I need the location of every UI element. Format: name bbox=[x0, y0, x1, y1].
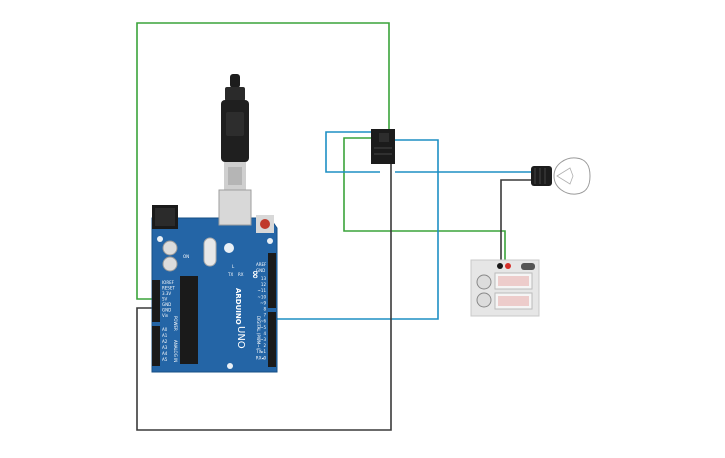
bulb-socket bbox=[531, 166, 552, 186]
pin-label: 7 bbox=[263, 313, 266, 318]
voltage-display bbox=[494, 272, 533, 290]
positive-terminal[interactable] bbox=[505, 263, 511, 269]
pin-label: 5V bbox=[162, 297, 168, 302]
crystal bbox=[203, 237, 217, 267]
pin-label: ~10 bbox=[258, 294, 267, 299]
pin-label: Vin bbox=[162, 313, 169, 318]
light-bulb[interactable] bbox=[531, 157, 591, 195]
negative-terminal[interactable] bbox=[497, 263, 503, 269]
digital-label: DIGITAL (PWM~) bbox=[256, 316, 261, 350]
relay[interactable] bbox=[371, 129, 395, 164]
pin-label: 3.3V bbox=[162, 291, 171, 296]
arduino-logo: ARDUINO bbox=[234, 288, 242, 325]
usb-cable[interactable] bbox=[221, 74, 249, 190]
analog-label: ANALOG IN bbox=[173, 340, 178, 362]
voltage-knob[interactable] bbox=[476, 274, 492, 290]
atmega-chip bbox=[180, 276, 198, 364]
l-led-label: L bbox=[232, 264, 235, 269]
pin-label: TX▸1 bbox=[255, 349, 266, 354]
power-header bbox=[152, 280, 160, 366]
current-knob[interactable] bbox=[476, 292, 492, 308]
wire-5v-relay[interactable] bbox=[136, 22, 390, 300]
rx-led-label: RX bbox=[238, 272, 244, 277]
logo-symbol: ∞ bbox=[249, 270, 262, 279]
pin-label: 12 bbox=[261, 282, 267, 287]
pin-label: RX◂0 bbox=[256, 355, 267, 360]
power-supply[interactable] bbox=[470, 259, 540, 317]
wire-gnd-relay[interactable] bbox=[136, 160, 392, 431]
wire-relay-supply[interactable] bbox=[343, 137, 506, 265]
usb-port bbox=[218, 189, 252, 226]
pin-label: IOREF bbox=[162, 280, 175, 285]
pin-label: A2 bbox=[162, 339, 168, 344]
capacitor bbox=[162, 240, 178, 256]
pin-label: ~3 bbox=[260, 337, 266, 342]
wire-bulb-supply[interactable] bbox=[500, 179, 533, 265]
pin-label: 2 bbox=[263, 343, 266, 348]
pin-label: ~5 bbox=[260, 325, 266, 330]
pin-label: 13 bbox=[261, 276, 267, 281]
gnd-label: GND bbox=[256, 268, 265, 273]
pin-label: GND bbox=[162, 308, 171, 313]
pin-label: RESET bbox=[162, 286, 175, 291]
wire-digital-pin[interactable] bbox=[272, 139, 439, 320]
pin-label: A4 bbox=[162, 351, 168, 356]
pin-label: A3 bbox=[162, 345, 168, 350]
power-switch[interactable] bbox=[521, 263, 535, 270]
pin-label: A1 bbox=[162, 333, 168, 338]
arduino-uno-board[interactable]: ARDUINO ∞ UNO POWER ANALOG IN DIGITAL (P… bbox=[151, 189, 278, 373]
current-display bbox=[494, 292, 533, 310]
pin-label: 8 bbox=[263, 307, 266, 312]
pin-label: ~6 bbox=[260, 319, 266, 324]
pin-label: 4 bbox=[263, 331, 266, 336]
arduino-model-label: UNO bbox=[235, 326, 246, 349]
pin-label: GND bbox=[162, 302, 171, 307]
aref-label: AREF bbox=[256, 262, 267, 267]
power-label: POWER bbox=[173, 316, 178, 331]
pin-label: ~9 bbox=[260, 300, 266, 305]
on-led-label: ON bbox=[183, 254, 189, 259]
pin-label: A5 bbox=[162, 357, 168, 362]
digital-header bbox=[268, 253, 276, 367]
pin-label: A0 bbox=[162, 327, 168, 332]
tx-led-label: TX bbox=[227, 272, 233, 277]
wire-signal[interactable] bbox=[325, 131, 380, 173]
arduino-brand-label: ARDUINO bbox=[234, 288, 242, 325]
pin-label: ~11 bbox=[258, 288, 267, 293]
